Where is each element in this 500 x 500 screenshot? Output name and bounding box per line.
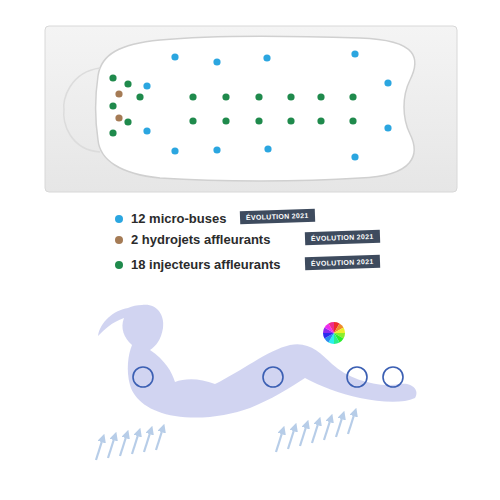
wheel-segment [334,333,340,344]
jet-dot [349,117,356,124]
jet-dot [115,90,122,97]
bubble-arrow [156,428,163,450]
jet-dot [222,93,229,100]
massage-zones [133,367,403,387]
jet-dot [115,114,122,121]
jet-dot [264,145,271,152]
jet-dot [171,53,178,60]
evolution-badge: ÉVOLUTION 2021 [305,255,380,271]
jet-dot [143,82,150,89]
jet-dot [317,117,324,124]
jet-dot [213,58,220,65]
bubble-arrow [324,418,331,440]
jet-dot [171,147,178,154]
bubble-arrows [96,412,355,460]
jet-dot [109,129,116,136]
jet-dot [124,80,131,87]
wheel-segment [334,328,345,334]
bubble-arrow [96,438,103,460]
jet-dot [263,54,270,61]
jet-dot [189,93,196,100]
jet-dot [213,146,220,153]
bubble-arrow [300,424,307,446]
jet-dot [351,153,358,160]
badge-text: ÉVOLUTION 2021 [311,258,374,267]
wheel-segment [323,333,334,339]
jet-dot [143,127,150,134]
legend-swatch [115,236,123,244]
tub-rim [45,26,457,192]
wheel-segment [329,322,335,333]
jet-dot [222,117,229,124]
badge-text: ÉVOLUTION 2021 [246,212,309,221]
jet-dot [384,79,391,86]
evolution-badge: ÉVOLUTION 2021 [305,230,380,246]
legend-swatch [115,261,123,269]
legend-entry: 2 hydrojets affleurants [115,232,270,247]
jet-dot [349,93,356,100]
bubble-arrow [276,430,283,452]
jet-dot [255,93,262,100]
bubble-arrow [132,432,139,454]
legend-entry: 12 micro-buses [115,211,226,226]
legend-entry: 18 injecteurs affleurants [115,257,281,272]
legend-text: 18 injecteurs affleurants [131,257,281,272]
badge-text: ÉVOLUTION 2021 [311,233,374,242]
legend-text: 12 micro-buses [131,211,226,226]
legend-swatch [115,215,123,223]
jet-dot [124,118,131,125]
tub-basin [96,36,415,181]
bubble-arrow [348,412,355,434]
jet-dots [109,50,391,160]
woman-silhouette [98,305,417,418]
bubble-arrow [336,415,343,437]
tub-headrest [64,68,100,152]
bubble-arrow [120,434,127,456]
jet-dot [287,93,294,100]
jet-dot [287,117,294,124]
jet-dot [351,50,358,57]
jet-dot [317,93,324,100]
bubble-arrow [312,421,319,443]
evolution-badge: ÉVOLUTION 2021 [240,209,315,225]
bubble-arrow [108,436,115,458]
jet-dot [189,117,196,124]
color-wheel [323,322,345,344]
bubble-arrow [144,430,151,452]
jet-dot [384,124,391,131]
jet-dot [255,117,262,124]
jet-dot [109,74,116,81]
bubble-arrow [288,427,295,449]
jet-dot [136,93,143,100]
jet-dot [109,102,116,109]
legend-text: 2 hydrojets affleurants [131,232,270,247]
